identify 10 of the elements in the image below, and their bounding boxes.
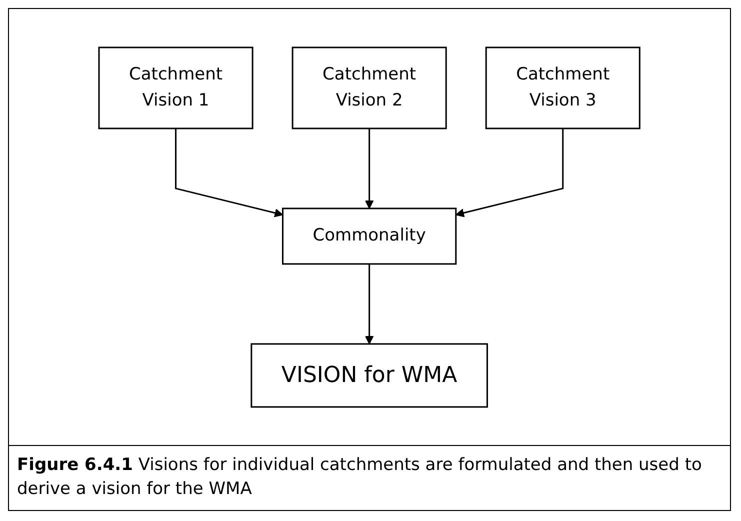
- arrow: [365, 128, 374, 209]
- arrow: [175, 128, 284, 218]
- node-box: Commonality: [282, 208, 457, 265]
- node-box: VISION for WMA: [250, 343, 488, 408]
- node-box: Catchment Vision 1: [98, 46, 254, 130]
- node-box: Catchment Vision 3: [486, 46, 641, 130]
- figure-caption: Figure 6.4.1 Visions for individual catchments are formulated and then used to derive a vision for the WMA: [9, 445, 730, 510]
- node-box: Catchment Vision 2: [292, 46, 448, 130]
- arrow: [365, 264, 374, 344]
- arrow: [456, 128, 564, 218]
